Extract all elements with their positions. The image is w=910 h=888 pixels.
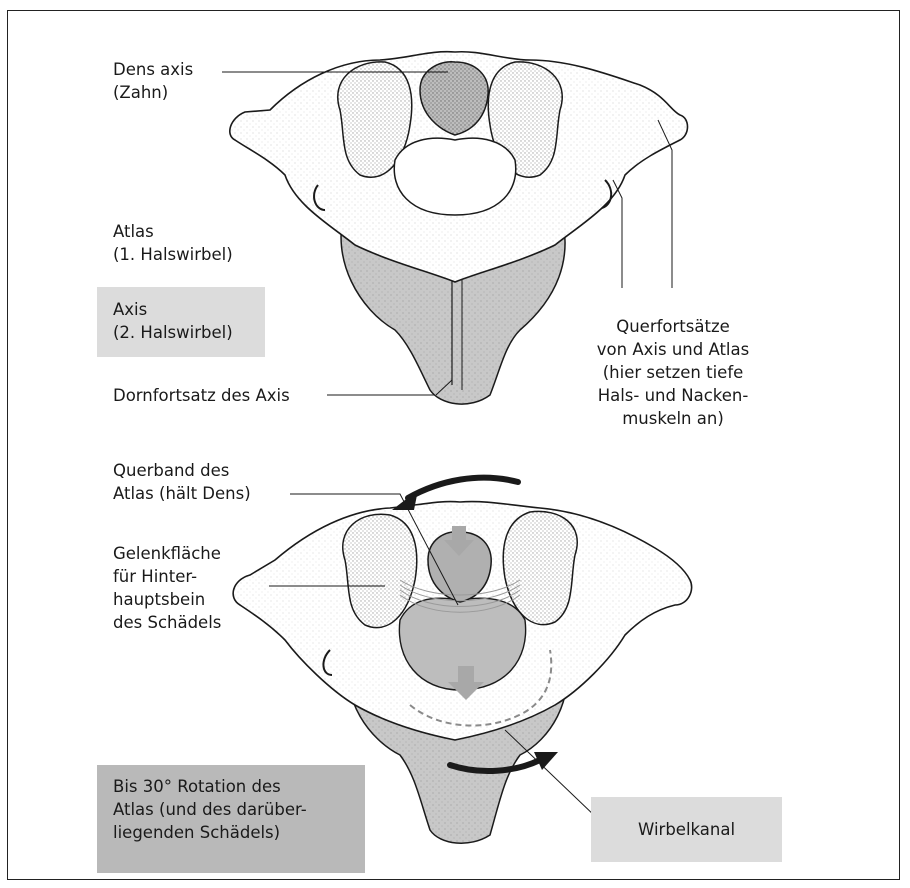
dens-axis-label: Dens axis (Zahn): [113, 58, 193, 104]
querfortsaetze-label: Querfortsätze von Axis und Atlas (hier s…: [568, 315, 778, 430]
dornfortsatz-label: Dornfortsatz des Axis: [113, 384, 290, 407]
atlas-label: Atlas (1. Halswirbel): [113, 220, 233, 266]
wirbelkanal-label: Wirbelkanal: [638, 818, 735, 841]
atlas-vertebra-top: [230, 52, 688, 282]
rotation-label: Bis 30° Rotation des Atlas (und des darü…: [113, 775, 307, 844]
gelenkflaeche-label: Gelenkfläche für Hinter- hauptsbein des …: [113, 542, 221, 634]
axis-label: Axis (2. Halswirbel): [113, 298, 233, 344]
querband-label: Querband des Atlas (hält Dens): [113, 459, 251, 505]
